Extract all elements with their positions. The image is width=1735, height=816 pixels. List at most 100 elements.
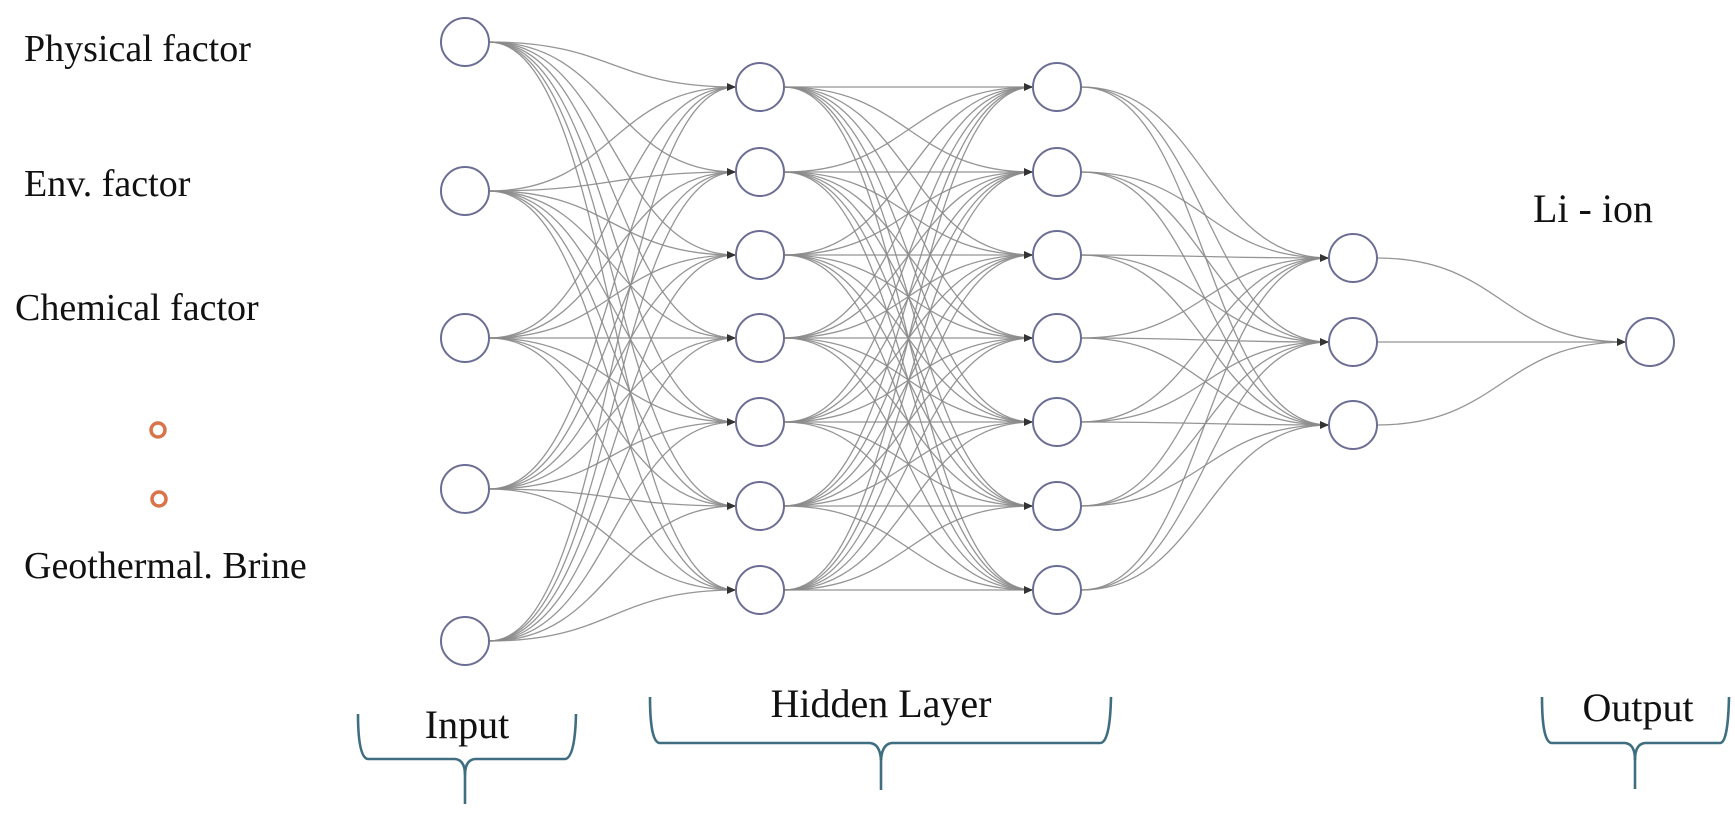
connection-edge [488,254,737,490]
hidden-2-node [1032,481,1082,531]
output-label-li-ion: Li - ion [1533,186,1653,231]
connection-edge [783,171,1034,591]
arrowhead-icon [727,502,736,510]
connection-edge [488,86,737,192]
hidden-3-node [1328,317,1378,367]
hidden-1-node [735,565,785,615]
connection-edge [783,86,1034,173]
connection-edge [488,505,737,642]
input-label-env-factor: Env. factor [24,163,191,205]
input-label-physical-factor: Physical factor [24,28,251,70]
arrowhead-icon [727,251,736,259]
hidden-2-node [1032,313,1082,363]
arrowhead-icon [1617,338,1626,346]
connection-edge [488,41,737,423]
connection-edge [488,41,737,173]
connection-edge [1080,257,1330,591]
connection-edge [488,421,737,490]
connection-edge [488,171,737,642]
hidden-2-node [1032,147,1082,197]
connection-edge [1376,257,1627,343]
input-node [440,313,490,363]
hidden-2-node [1032,230,1082,280]
connection-edge [1080,341,1330,591]
hidden-2-node [1032,62,1082,112]
connection-edge [488,190,737,339]
connection-edge [1080,254,1330,259]
connection-edge [488,254,737,339]
hidden-1-node [735,397,785,447]
connection-edge [488,86,737,642]
connection-edge [488,488,737,507]
connection-edge [488,190,737,591]
connection-edge [488,86,737,490]
arrowhead-icon [1024,83,1033,91]
connection-edge [488,337,737,591]
group-label-output: Output [1582,685,1693,730]
arrowhead-icon [1320,338,1329,346]
arrowhead-icon [727,83,736,91]
arrowhead-icon [1024,251,1033,259]
arrowhead-icon [1024,418,1033,426]
connection-edge [783,86,1034,591]
connection-edge [1080,424,1330,591]
arrowhead-icon [727,586,736,594]
ellipsis-dot [149,421,167,439]
arrowhead-icon [727,418,736,426]
connection-edge [783,505,1034,591]
connection-edge [488,337,737,507]
hidden-3-node [1328,400,1378,450]
arrowhead-icon [1024,334,1033,342]
connection-edge [1080,257,1330,423]
connection-edge [488,41,737,256]
connection-edge [488,86,737,339]
neurons [440,17,1675,666]
connection-edge [488,190,737,256]
connection-edge [488,171,737,192]
group-label-hidden-layer: Hidden Layer [770,681,991,726]
connection-edge [783,86,1034,339]
connection-edge [488,254,737,642]
arrowhead-icon [1320,421,1329,429]
output-node [1625,317,1675,367]
connection-edge [783,254,1034,591]
connection-edge [488,41,737,88]
hidden-1-node [735,313,785,363]
arrowhead-icon [1024,502,1033,510]
input-node [440,17,490,67]
hidden-2-node [1032,565,1082,615]
hidden-1-node [735,230,785,280]
connection-edge [488,41,737,507]
arrowhead-icon [1024,168,1033,176]
connection-edge [783,86,1034,423]
input-group-bracket: Input [356,702,578,804]
connection-edge [488,488,737,591]
hidden-2-node [1032,397,1082,447]
input-node [440,166,490,216]
connection-edge [1080,257,1330,339]
connection-edge [488,171,737,339]
connection-edge [488,41,737,591]
connection-edge [783,86,1034,256]
hidden-3-node [1328,233,1378,283]
connection-edge [488,41,737,339]
connection-edge [1080,171,1330,259]
connection-edge [783,421,1034,591]
arrowhead-icon [727,334,736,342]
input-label-geothermal-brine: Geothermal. Brine [24,545,307,587]
connection-edge [783,337,1034,591]
connection-edge [783,86,1034,507]
connection-edge [1080,86,1330,259]
hidden-1-node [735,62,785,112]
arrowhead-icon [1024,586,1033,594]
connection-edge [488,421,737,642]
connections [488,41,1627,642]
arrowhead-icon [727,168,736,176]
connection-edge [1376,341,1627,426]
hidden-1-node [735,481,785,531]
connection-edge [488,337,737,423]
ellipsis-dot [150,490,168,508]
connection-edge [488,190,737,423]
connection-edge [488,337,737,490]
